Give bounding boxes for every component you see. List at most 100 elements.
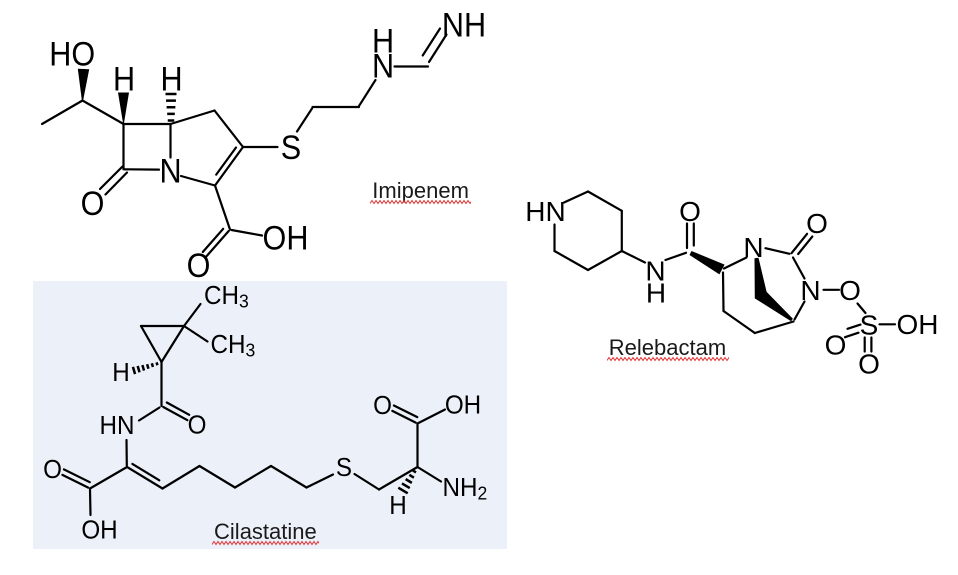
atom-label: HO bbox=[49, 35, 95, 73]
bond bbox=[215, 146, 238, 176]
bond bbox=[230, 228, 264, 237]
hash-bond bbox=[412, 469, 417, 474]
relebactam-label-text: Relebactam bbox=[608, 335, 727, 360]
bond bbox=[269, 464, 308, 489]
bond bbox=[843, 331, 860, 339]
bond bbox=[295, 107, 314, 133]
bond bbox=[201, 227, 225, 254]
bond bbox=[353, 472, 381, 491]
bond bbox=[797, 235, 814, 256]
atom-label: O bbox=[373, 392, 392, 421]
atom-label: N bbox=[800, 275, 820, 306]
bond bbox=[416, 408, 447, 425]
bond bbox=[81, 99, 125, 126]
atom-label: H bbox=[112, 359, 129, 388]
bond bbox=[427, 33, 448, 64]
atom-label: O bbox=[858, 348, 880, 379]
atom-label: O bbox=[43, 456, 62, 485]
imipenem-label: Imipenem bbox=[362, 179, 479, 205]
bond bbox=[357, 78, 377, 108]
atom-label: O bbox=[81, 185, 105, 223]
imipenem-spellcheck-squiggle bbox=[370, 199, 472, 205]
bond bbox=[846, 323, 862, 330]
bond bbox=[722, 309, 756, 335]
atom-label: CH3 bbox=[204, 282, 249, 312]
bond bbox=[139, 324, 163, 364]
atom-label: NH bbox=[442, 6, 486, 44]
atom-label: N bbox=[743, 232, 763, 263]
atom-label: HN bbox=[100, 412, 135, 441]
atom-label: OH bbox=[81, 516, 117, 545]
bond bbox=[392, 404, 419, 419]
hash-bond bbox=[141, 364, 146, 371]
bond bbox=[416, 465, 443, 483]
atom-label: O bbox=[839, 275, 861, 306]
bond bbox=[198, 464, 237, 489]
hash-bond bbox=[408, 473, 415, 479]
atom-label: O bbox=[679, 196, 701, 227]
bond bbox=[586, 190, 623, 212]
atom-label: S bbox=[336, 454, 352, 483]
bond bbox=[722, 256, 748, 270]
bond bbox=[793, 300, 806, 321]
atom-label: O bbox=[187, 247, 211, 285]
bond bbox=[182, 302, 202, 328]
bond bbox=[791, 256, 806, 280]
bond bbox=[98, 165, 124, 191]
cilastatine-spellcheck-squiggle bbox=[211, 540, 319, 546]
bond bbox=[165, 401, 191, 416]
bond bbox=[125, 465, 164, 490]
atom-label: O bbox=[806, 208, 828, 239]
bond bbox=[179, 174, 217, 187]
hash-bond bbox=[131, 366, 137, 375]
atom-label: S bbox=[860, 309, 879, 340]
atom-label: HN bbox=[525, 196, 565, 227]
bond bbox=[161, 464, 201, 490]
relebactam-spellcheck-squiggle bbox=[606, 356, 729, 362]
bond bbox=[137, 406, 161, 422]
bond bbox=[377, 465, 419, 491]
atom-label: N bbox=[645, 255, 665, 286]
atom-label: H bbox=[160, 60, 182, 98]
bond bbox=[620, 249, 647, 264]
hash-bond bbox=[145, 363, 150, 370]
bond bbox=[553, 249, 590, 272]
bond bbox=[305, 473, 335, 489]
bond bbox=[721, 271, 725, 313]
relebactam-label: Relebactam bbox=[599, 336, 737, 362]
atom-label: O bbox=[188, 411, 207, 440]
bond bbox=[856, 302, 867, 315]
atom-label: N bbox=[159, 152, 181, 190]
bond bbox=[88, 465, 129, 490]
cilastatine-label: Cilastatine bbox=[204, 520, 327, 546]
bond bbox=[213, 109, 245, 149]
atom-label: H bbox=[372, 22, 394, 60]
atom-label: OH bbox=[445, 391, 481, 420]
bond bbox=[61, 473, 90, 489]
bond bbox=[664, 251, 688, 262]
atom-label: H bbox=[646, 277, 666, 308]
atom-label: OH bbox=[263, 219, 309, 257]
bond bbox=[162, 405, 189, 422]
atom-label: S bbox=[281, 129, 301, 167]
bond bbox=[233, 464, 273, 489]
bond bbox=[213, 145, 245, 187]
hash-bond bbox=[397, 486, 409, 495]
bond bbox=[213, 184, 232, 231]
bond bbox=[62, 468, 91, 484]
bond bbox=[182, 324, 209, 343]
bond bbox=[753, 320, 795, 335]
cilastatine-highlight-box bbox=[33, 281, 507, 549]
atom-label: CH3 bbox=[211, 331, 256, 361]
atom-label: OH bbox=[897, 309, 939, 340]
bond bbox=[790, 232, 809, 255]
bond bbox=[586, 249, 623, 272]
bond bbox=[562, 190, 590, 204]
bond bbox=[391, 409, 417, 424]
bold-bridge-bond bbox=[754, 257, 793, 322]
